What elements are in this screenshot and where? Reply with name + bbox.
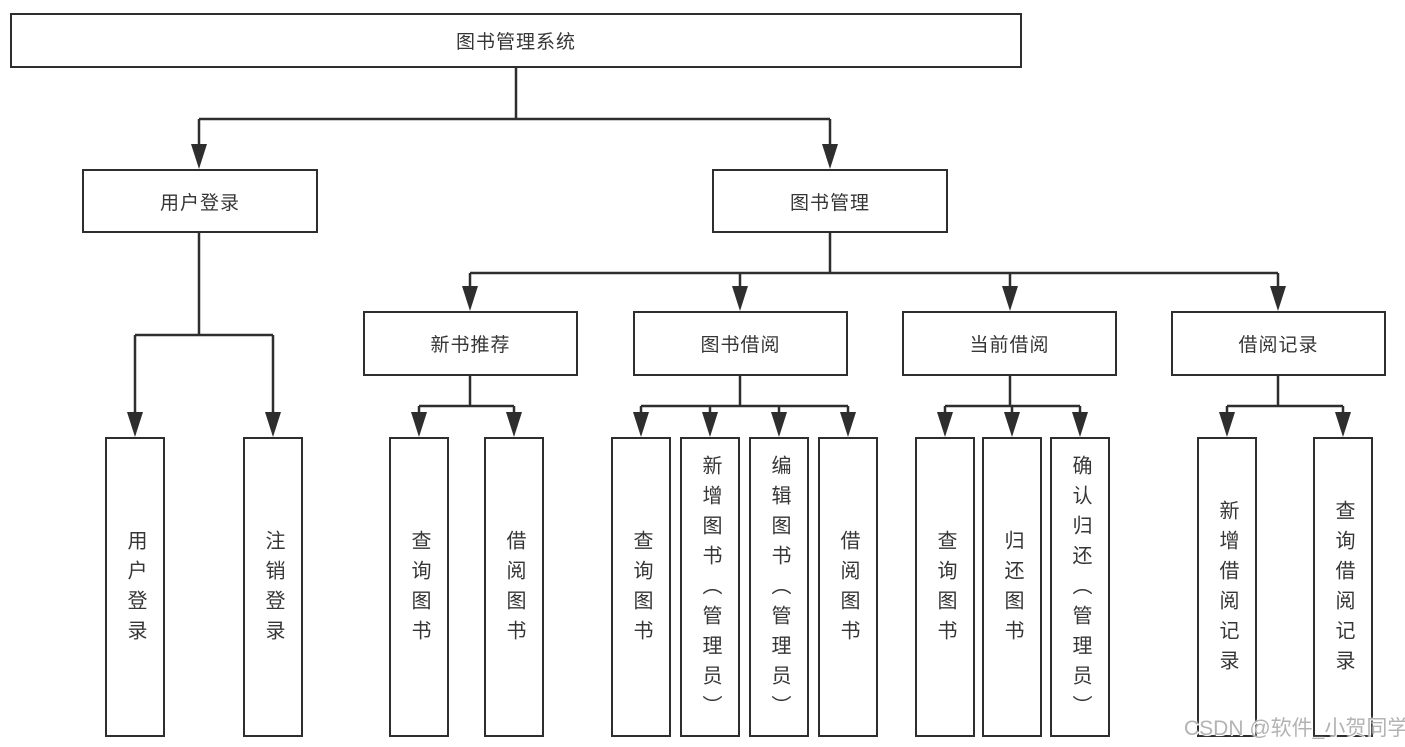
node-user-login: 用户登录 xyxy=(82,169,318,233)
leaf-query-books-recommendation: 查询图书 xyxy=(389,437,449,737)
leaf-user-login: 用户登录 xyxy=(105,437,165,737)
leaf-logout: 注销登录 xyxy=(243,437,303,737)
leaf-borrow-books-borrowing: 借阅图书 xyxy=(818,437,878,737)
leaf-query-books-borrowing: 查询图书 xyxy=(611,437,671,737)
leaf-borrow-books-recommendation: 借阅图书 xyxy=(484,437,544,737)
node-borrowing-records: 借阅记录 xyxy=(1171,311,1386,376)
node-new-book-recommendation: 新书推荐 xyxy=(363,311,578,376)
leaf-edit-book-admin: 编辑图书（管理员） xyxy=(749,437,809,737)
node-book-borrowing: 图书借阅 xyxy=(633,311,848,376)
leaf-confirm-return-admin: 确认归还（管理员） xyxy=(1050,437,1110,737)
leaf-query-borrowing-record: 查询借阅记录 xyxy=(1313,437,1373,737)
node-current-borrowing: 当前借阅 xyxy=(902,311,1117,376)
node-root-library-management-system: 图书管理系统 xyxy=(10,13,1022,68)
leaf-add-book-admin: 新增图书（管理员） xyxy=(680,437,740,737)
node-book-management: 图书管理 xyxy=(712,169,948,233)
csdn-watermark: CSDN @软件_小贺同学 xyxy=(1184,717,1405,740)
leaf-query-books-current: 查询图书 xyxy=(915,437,975,737)
leaf-return-books: 归还图书 xyxy=(982,437,1042,737)
arrowheads xyxy=(127,144,1351,437)
leaf-add-borrowing-record: 新增借阅记录 xyxy=(1197,437,1257,737)
